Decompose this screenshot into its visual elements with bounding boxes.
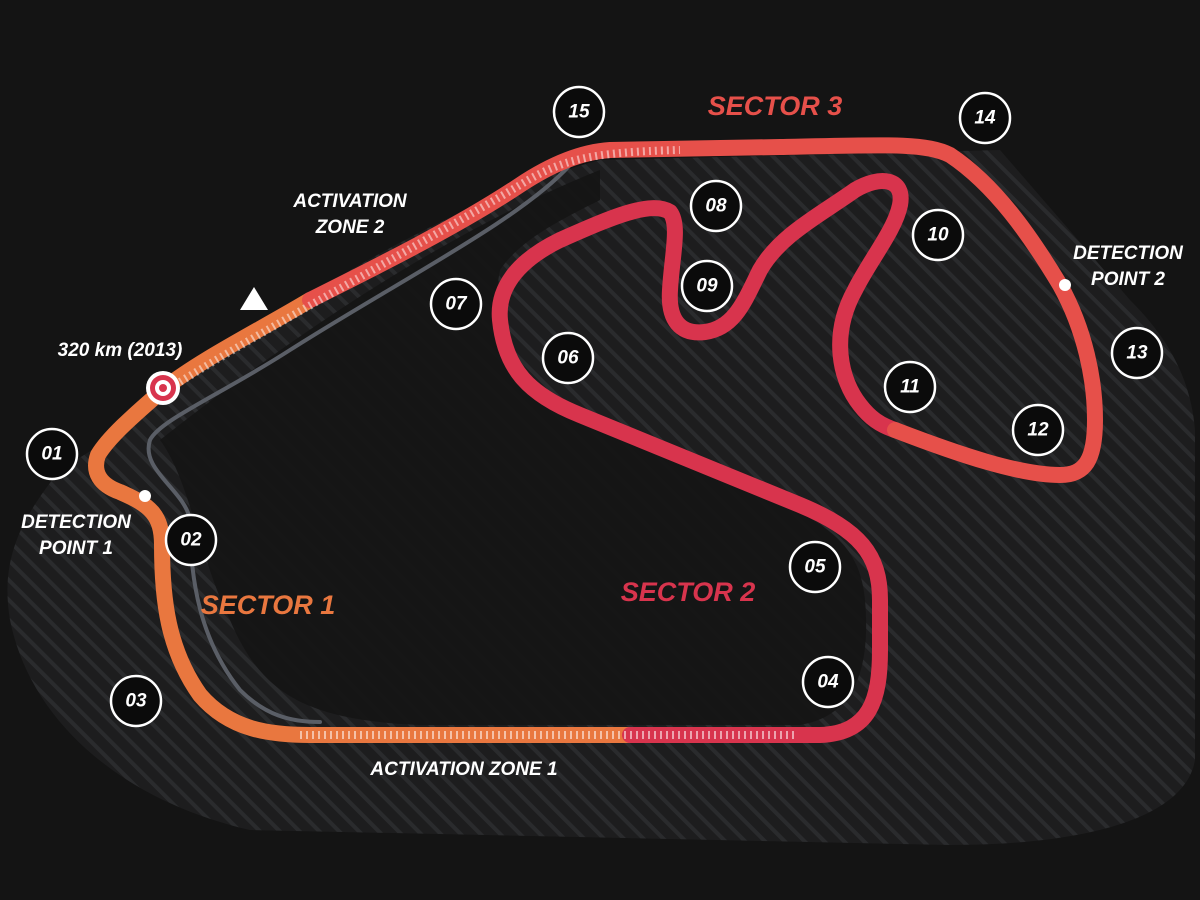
corner-13: 13	[1110, 326, 1164, 380]
activation-zone-1-label: ACTIVATION ZONE 1	[369, 759, 557, 780]
corner-11: 11	[883, 360, 937, 414]
corner-15-label: 15	[568, 102, 590, 123]
direction-arrow-icon	[240, 287, 268, 310]
detection-point-2-line1: DETECTION	[1073, 243, 1184, 264]
detection-point-2-line2: POINT 2	[1091, 269, 1165, 290]
corner-07-label: 07	[445, 294, 468, 315]
corner-08: 08	[689, 179, 743, 233]
track-sector-3	[302, 137, 1103, 483]
speed-trap-icon	[146, 371, 180, 405]
corner-11-label: 11	[900, 377, 920, 398]
track-sector-1	[88, 292, 638, 743]
corner-09-label: 09	[696, 276, 718, 297]
corner-06-label: 06	[557, 348, 579, 369]
sector-3-label: SECTOR 3	[708, 91, 843, 121]
corner-04: 04	[801, 655, 855, 709]
activation-zone-2-line2: ZONE 2	[315, 217, 385, 238]
activation-zone-2-line1: ACTIVATION	[292, 191, 408, 212]
corner-14: 14	[958, 91, 1012, 145]
corner-06: 06	[541, 331, 595, 385]
corner-02-label: 02	[180, 530, 202, 551]
corner-14-label: 14	[974, 108, 996, 129]
detection-point-1-line1: DETECTION	[21, 512, 132, 533]
corner-05: 05	[788, 540, 842, 594]
speed-trap-label: 320 km (2013)	[58, 340, 183, 361]
corner-07: 07	[429, 277, 483, 331]
corner-13-label: 13	[1126, 343, 1148, 364]
detection-point-1-line2: POINT 1	[39, 538, 113, 559]
corner-12: 12	[1011, 403, 1065, 457]
corner-04-label: 04	[817, 672, 839, 693]
track-sector-2	[491, 173, 909, 743]
corner-01-label: 01	[41, 444, 62, 465]
corner-05-label: 05	[804, 557, 826, 578]
detection-point-2-marker	[1059, 279, 1071, 291]
pit-lane	[146, 163, 572, 724]
corner-03-label: 03	[125, 691, 147, 712]
corner-03: 03	[109, 674, 163, 728]
detection-point-1-marker	[139, 490, 151, 502]
corner-01: 01	[25, 427, 79, 481]
corner-12-label: 12	[1027, 420, 1049, 441]
corner-08-label: 08	[705, 196, 727, 217]
corner-02: 02	[164, 513, 218, 567]
corner-10: 10	[911, 208, 965, 262]
activation-zone-2-marking	[172, 146, 681, 389]
infield-dark	[160, 170, 867, 725]
corner-09: 09	[680, 259, 734, 313]
corner-15: 15	[552, 85, 606, 139]
sector-1-label: SECTOR 1	[201, 590, 336, 620]
sector-2-label: SECTOR 2	[621, 577, 756, 607]
corner-10-label: 10	[927, 225, 949, 246]
